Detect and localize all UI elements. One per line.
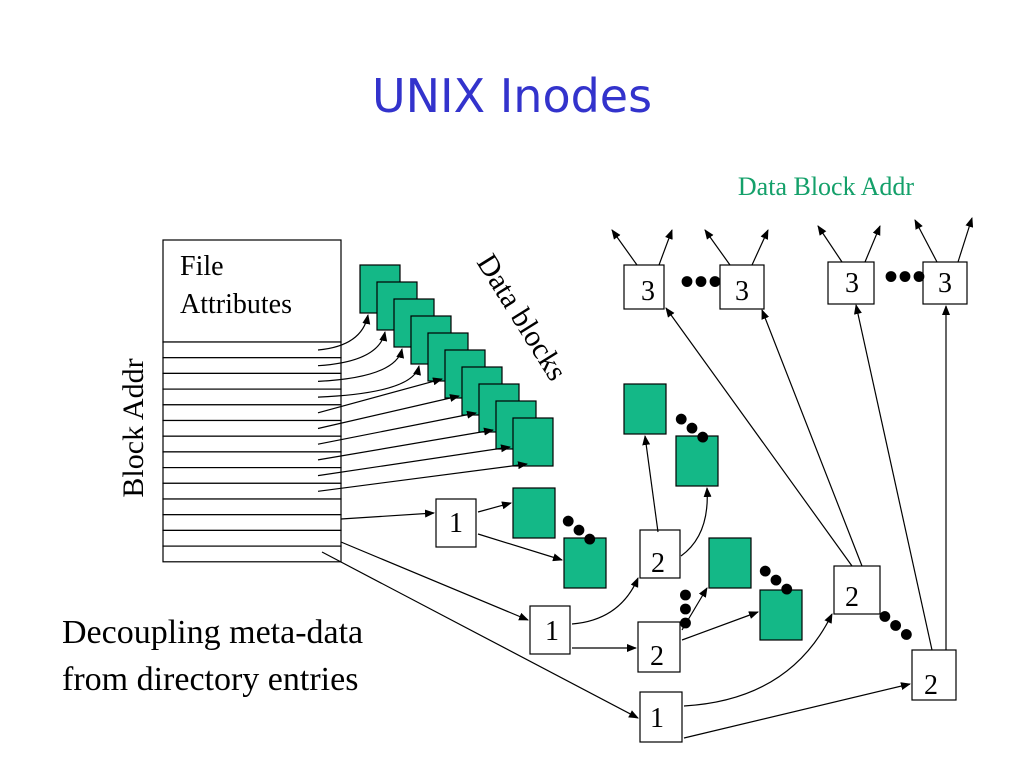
data-block	[708, 537, 752, 589]
pointer-arrow	[681, 611, 759, 641]
pointer-arrow	[704, 229, 731, 266]
double-indirect-label: 2	[651, 548, 665, 579]
data-block	[759, 589, 803, 641]
pointer-arrow	[317, 377, 443, 414]
file-attributes-line1: File	[180, 251, 224, 282]
block-addr-row	[162, 529, 342, 547]
file-attributes-box	[162, 239, 342, 343]
data-block	[563, 537, 607, 589]
pointer-arrow	[317, 427, 494, 461]
triple-indirect-label: 1	[650, 703, 664, 734]
block-addr-row	[162, 435, 342, 453]
triple-indirect-label: 3	[641, 276, 655, 307]
pointer-arrow	[317, 444, 511, 477]
double-indirect-box	[637, 621, 681, 673]
triple-indirect-box	[623, 264, 665, 310]
caption-line1: Decoupling meta-data	[62, 614, 363, 651]
block-addr-row	[162, 388, 342, 406]
ellipsis-dots: •••	[884, 254, 926, 299]
pointer-arrow	[477, 533, 563, 562]
single-indirect-box	[435, 498, 477, 548]
data-block	[512, 487, 556, 539]
block-addr-row	[162, 467, 342, 484]
triple-indirect-box	[719, 264, 765, 310]
pointer-arrow	[340, 541, 529, 621]
pointer-arrow	[317, 348, 405, 382]
single-indirect-group: 1 •••	[340, 487, 610, 589]
data-block	[623, 383, 667, 435]
pointer-arrow	[317, 461, 528, 492]
caption-line2: from directory entries	[62, 661, 358, 698]
file-attributes-line2: Attributes	[180, 289, 292, 320]
double-indirect-box	[529, 605, 571, 655]
triple-indirect-box	[911, 649, 957, 701]
double-indirect-label: 2	[650, 641, 664, 672]
block-addr-row	[162, 514, 342, 532]
triple-indirect-box	[922, 261, 968, 305]
triple-indirect-label: 3	[845, 268, 859, 299]
direct-pointer-arrows	[317, 314, 528, 492]
block-addr-label: Block Addr	[117, 358, 150, 497]
pointer-arrow	[642, 435, 659, 533]
pointer-arrow	[321, 551, 639, 719]
slide-title: UNIX Inodes	[372, 69, 652, 123]
triple-indirect-box	[639, 691, 683, 743]
direct-data-blocks	[359, 264, 554, 467]
pointer-arrow	[751, 229, 769, 266]
single-indirect-label: 1	[449, 508, 463, 539]
pointer-arrow	[914, 219, 938, 263]
pointer-arrow	[683, 682, 911, 739]
block-addr-row	[162, 341, 342, 359]
pointer-arrow	[658, 229, 673, 266]
block-addr-rows	[162, 341, 342, 563]
block-addr-row	[162, 451, 342, 469]
pointer-arrow	[864, 225, 881, 263]
block-addr-row	[162, 482, 342, 500]
pointer-arrow	[681, 587, 708, 631]
pointer-arrow	[611, 229, 638, 266]
data-block	[675, 435, 719, 487]
block-addr-row	[162, 357, 342, 375]
pointer-arrow	[683, 613, 833, 707]
pointer-arrow	[817, 225, 843, 263]
pointer-arrow	[317, 331, 388, 367]
pointer-arrow	[317, 410, 477, 445]
block-addr-row	[162, 498, 342, 516]
pointer-arrow	[854, 304, 933, 651]
pointer-arrow	[680, 487, 712, 557]
pointer-arrow	[317, 314, 371, 351]
ellipsis-dots: •••	[680, 259, 722, 304]
block-addr-row	[162, 404, 342, 422]
pointer-arrow	[317, 365, 421, 398]
pointer-arrow	[957, 217, 974, 263]
data-block	[512, 417, 554, 467]
pointer-arrow	[665, 307, 853, 567]
triple-indirect-label: 2	[845, 582, 859, 613]
block-addr-row	[162, 419, 342, 437]
double-indirect-box	[639, 529, 681, 579]
block-addr-row	[162, 545, 342, 563]
pointer-arrow	[340, 509, 435, 520]
pointer-arrow	[761, 309, 863, 567]
pointer-arrow	[571, 577, 639, 625]
triple-indirect-label: 3	[735, 276, 749, 307]
data-block-addr-label: Data Block Addr	[738, 172, 915, 201]
pointer-arrow	[317, 394, 460, 430]
pointer-arrow	[477, 501, 512, 513]
triple-indirect-box	[833, 565, 881, 615]
inode: File Attributes	[162, 239, 342, 563]
triple-indirect-box	[827, 261, 875, 305]
triple-indirect-label: 3	[938, 268, 952, 299]
block-addr-row	[162, 372, 342, 390]
triple-indirect-label: 2	[924, 670, 938, 701]
double-indirect-label: 1	[545, 616, 559, 647]
